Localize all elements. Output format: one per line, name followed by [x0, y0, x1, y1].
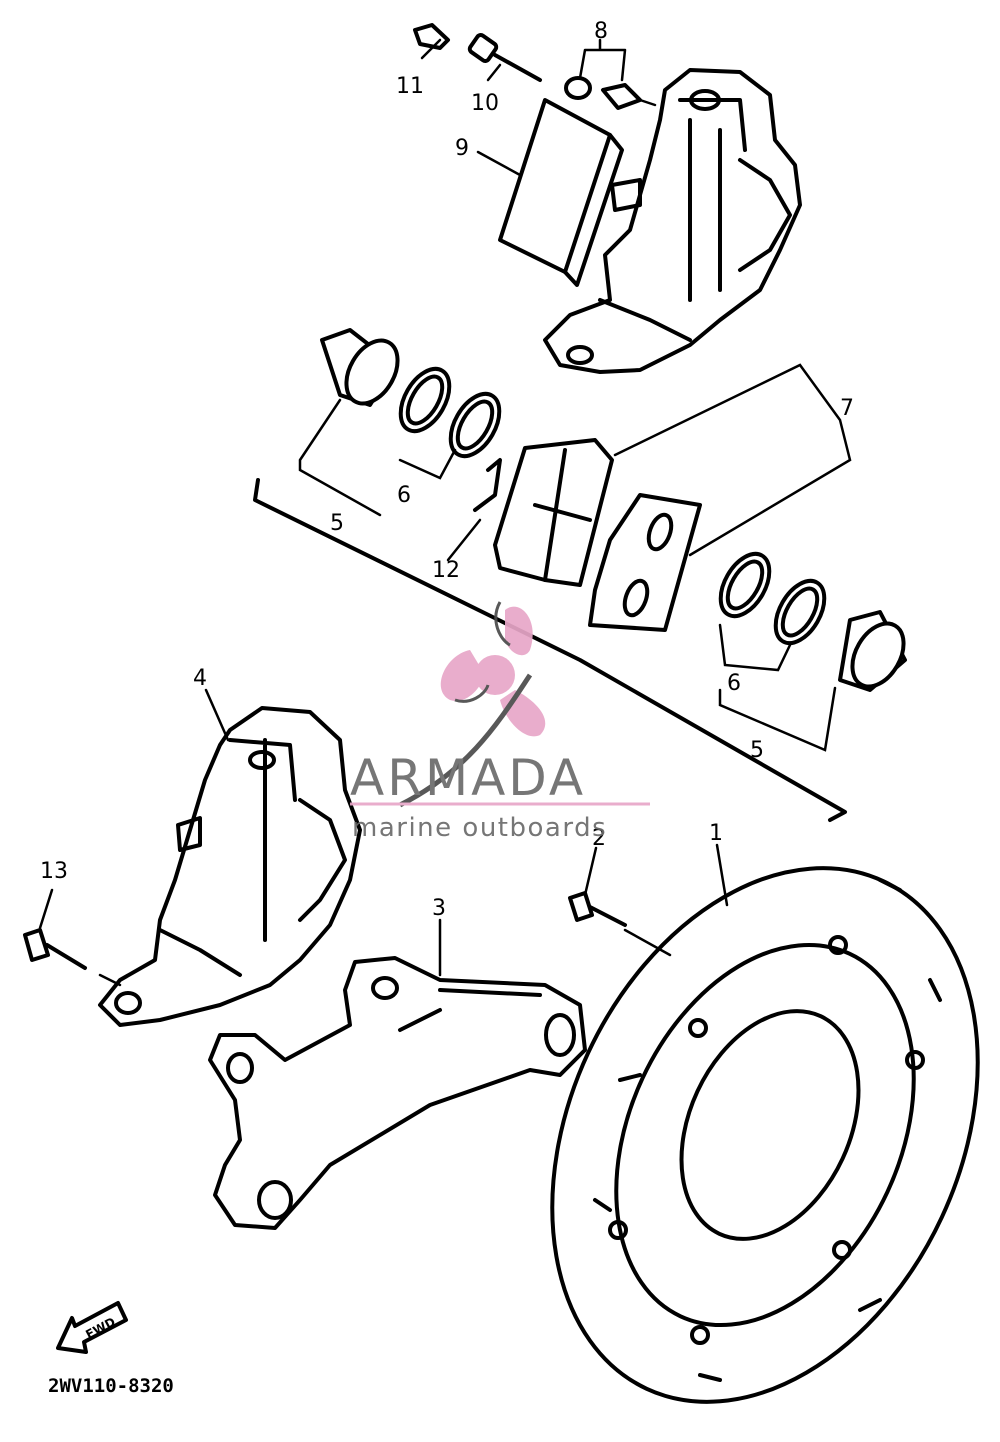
callout-6-left: 6: [397, 483, 411, 508]
piston-group-right: [718, 551, 907, 692]
upper-caliper: [543, 68, 802, 374]
callout-11: 11: [396, 74, 424, 99]
diagram-part-code: 2WV110-8320: [48, 1375, 174, 1397]
callout-10: 10: [471, 91, 499, 116]
callout-12: 12: [432, 558, 460, 583]
pad-pin-10: [467, 33, 542, 82]
watermark-brand: ARMADA: [350, 749, 586, 807]
lower-caliper: [98, 706, 362, 1027]
watermark-tagline: marine outboards: [352, 813, 607, 843]
bolt-13: [23, 928, 87, 970]
callout-8: 8: [594, 19, 608, 44]
clip-11: [413, 23, 450, 50]
callout-13: 13: [40, 859, 68, 884]
callout-5-left: 5: [330, 511, 344, 536]
callout-4: 4: [193, 666, 207, 691]
callout-6-right: 6: [727, 671, 741, 696]
callout-7: 7: [840, 396, 854, 421]
brake-pad-set-7: [473, 438, 702, 632]
callout-1: 1: [709, 821, 723, 846]
callout-9: 9: [455, 136, 469, 161]
group-bracket-line: [253, 478, 847, 822]
piston-group-left: [320, 328, 502, 459]
caliper-bracket-3: [208, 956, 587, 1230]
callout-labels: 1 2 3 4 5 5 6 6 7 8 9 10 11 12 13: [40, 19, 854, 921]
bolt-2: [568, 891, 627, 927]
brake-disc-1: [550, 866, 980, 1404]
bleed-screw-and-cap-8: [564, 76, 657, 110]
armada-watermark: ARMADA marine outboards: [350, 601, 650, 843]
callout-2: 2: [592, 826, 606, 851]
leader-lines: [38, 38, 852, 987]
callout-3: 3: [432, 896, 446, 921]
propeller-logo-icon: [398, 601, 546, 808]
front-direction-arrow: FWD: [56, 1301, 128, 1354]
brake-pad-9: [498, 98, 624, 287]
callout-5-right: 5: [750, 738, 764, 763]
